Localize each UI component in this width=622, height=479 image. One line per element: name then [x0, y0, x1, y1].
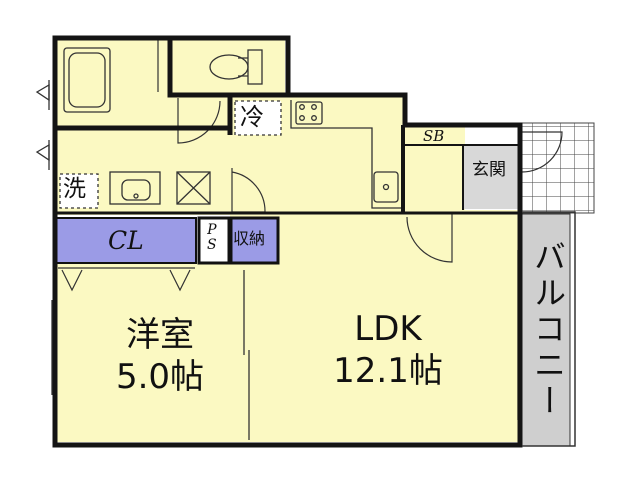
fridge-space-outline: [234, 100, 282, 136]
closet-label: CL: [108, 226, 144, 255]
kitchen-counter: [290, 100, 402, 209]
washbasin: [109, 171, 161, 205]
western-room-label: 洋室 5.0帖: [90, 318, 230, 394]
entrance-porch-tiles: [521, 122, 595, 214]
pipe-space: [197, 216, 231, 265]
ldk-size: 12.1帖: [333, 351, 443, 391]
entrance-label: 玄関: [472, 160, 506, 180]
ldk-label: LDK 12.1帖: [318, 312, 458, 388]
pipe-space-label-s: S: [207, 237, 217, 253]
storage-closet: [229, 216, 280, 265]
washer-space-label: 洗: [63, 176, 86, 202]
storage-label: 収納: [233, 229, 266, 248]
balcony-rail: [522, 211, 576, 447]
washing-machine-pan: [176, 171, 211, 205]
closet-folding-doors: [58, 267, 195, 292]
balcony-label: バルコニー: [529, 240, 567, 420]
western-room-name: 洋室: [126, 315, 194, 355]
toilet: [209, 49, 263, 85]
western-room-size: 5.0帖: [115, 357, 205, 397]
walls: [52, 35, 523, 448]
washer-space-outline: [59, 173, 99, 209]
pipe-space-label-p: P: [207, 222, 217, 238]
entrance-floor: [463, 145, 520, 209]
balcony-area: [520, 213, 571, 447]
bathtub: [63, 47, 111, 113]
fridge-space-label: 冷: [240, 103, 264, 131]
shoe-box-label: SB: [423, 127, 445, 145]
ldk-name: LDK: [354, 309, 422, 349]
pipe-space-label: P S: [207, 223, 217, 253]
sliding-doors: [243, 270, 250, 440]
closet-cl: [55, 217, 197, 264]
